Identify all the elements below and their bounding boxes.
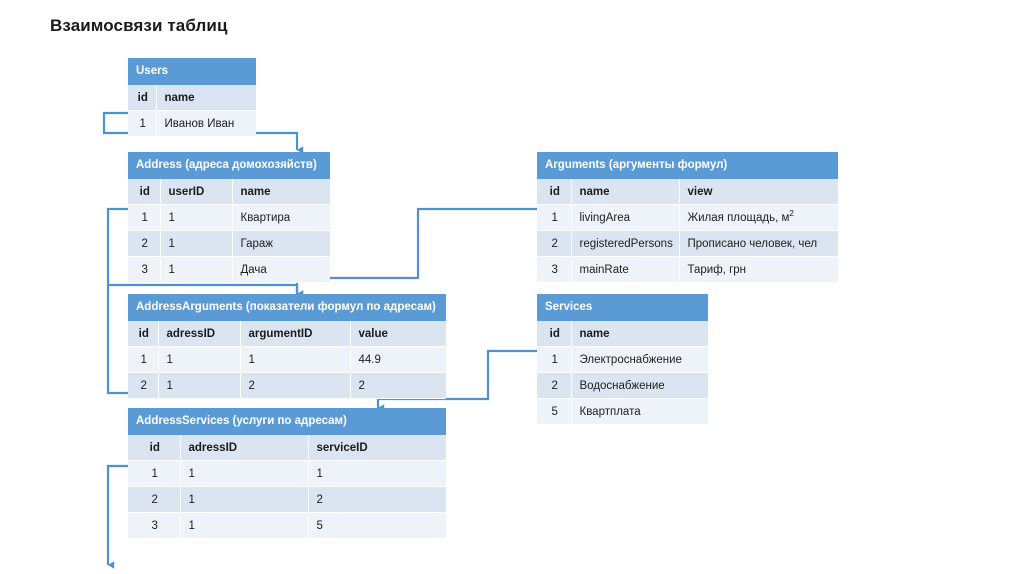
col-header-address-id: id: [128, 179, 161, 205]
col-header-aa-adressid: adressID: [158, 321, 241, 347]
cell-arguments-view: Жилая площадь, м2: [679, 204, 838, 231]
table-row: 2 1 2: [128, 486, 446, 513]
table-row: 1 Электроснабжение: [537, 346, 709, 373]
cell-services-name: Водоснабжение: [571, 372, 709, 399]
table-address-services: AddressServices (услуги по адресам) id a…: [128, 408, 446, 539]
col-header-aa-argumentid: argumentID: [240, 321, 351, 347]
col-header-arguments-id: id: [537, 179, 572, 205]
cell-address-name: Гараж: [232, 230, 331, 257]
cell-arguments-view: Прописано человек, чел: [679, 230, 838, 257]
col-header-services-name: name: [571, 321, 709, 347]
table-users: Users id name 1 Иванов Иван: [128, 58, 256, 137]
cell-aa-adressid: 1: [158, 346, 241, 373]
cell-aa-id: 2: [128, 372, 159, 399]
table-row: 3 1 5: [128, 512, 446, 539]
table-services-caption: Services: [537, 294, 709, 321]
col-header-aa-value: value: [350, 321, 446, 347]
cell-as-serviceid: 1: [308, 460, 446, 487]
cell-services-name: Электроснабжение: [571, 346, 709, 373]
table-row: 5 Квартплата: [537, 398, 709, 425]
cell-services-id: 2: [537, 372, 572, 399]
cell-services-id: 1: [537, 346, 572, 373]
cell-arguments-id: 1: [537, 204, 572, 231]
cell-arguments-view-sup: 2: [789, 208, 794, 218]
col-header-users-name: name: [156, 85, 256, 111]
cell-address-id: 1: [128, 204, 161, 231]
cell-users-name: Иванов Иван: [156, 110, 256, 137]
table-row: 1 1 Квартира: [128, 204, 331, 231]
cell-arguments-id: 2: [537, 230, 572, 257]
cell-aa-id: 1: [128, 346, 159, 373]
cell-users-id: 1: [128, 110, 157, 137]
page-title: Взаимосвязи таблиц: [50, 16, 228, 35]
table-address-services-caption: AddressServices (услуги по адресам): [128, 408, 446, 435]
cell-as-adressid: 1: [180, 512, 309, 539]
cell-arguments-view: Тариф, грн: [679, 256, 838, 283]
cell-address-userid: 1: [160, 204, 233, 231]
cell-arguments-name: registeredPersons: [571, 230, 680, 257]
cell-address-name: Квартира: [232, 204, 331, 231]
table-address-caption: Address (адреса домохозяйств): [128, 152, 331, 179]
cell-address-userid: 1: [160, 230, 233, 257]
cell-as-serviceid: 2: [308, 486, 446, 513]
cell-aa-argumentid: 2: [240, 372, 351, 399]
cell-arguments-name: livingArea: [571, 204, 680, 231]
connector-arguments-addressarguments: [295, 207, 537, 298]
cell-as-id: 3: [128, 512, 181, 539]
connector-addressservices-outflow: [106, 464, 129, 569]
cell-address-id: 3: [128, 256, 161, 283]
table-arguments: Arguments (аргументы формул) id name vie…: [537, 152, 838, 283]
col-header-users-id: id: [128, 85, 157, 111]
cell-arguments-id: 3: [537, 256, 572, 283]
col-header-as-id: id: [128, 435, 181, 461]
cell-address-userid: 1: [160, 256, 233, 283]
col-header-aa-id: id: [128, 321, 159, 347]
table-row: 2 1 Гараж: [128, 230, 331, 257]
table-row: 3 1 Дача: [128, 256, 331, 283]
cell-aa-adressid: 1: [158, 372, 241, 399]
table-row: 3 mainRate Тариф, грн: [537, 256, 838, 283]
cell-services-id: 5: [537, 398, 572, 425]
cell-as-serviceid: 5: [308, 512, 446, 539]
table-row: 1 1 1 44.9: [128, 346, 446, 373]
col-header-as-serviceid: serviceID: [308, 435, 446, 461]
cell-aa-value: 2: [350, 372, 446, 399]
table-address-arguments: AddressArguments (показатели формул по а…: [128, 294, 446, 399]
cell-as-adressid: 1: [180, 486, 309, 513]
cell-aa-value: 44.9: [350, 346, 446, 373]
table-users-caption: Users: [128, 58, 256, 85]
col-header-services-id: id: [537, 321, 572, 347]
cell-as-adressid: 1: [180, 460, 309, 487]
cell-arguments-name: mainRate: [571, 256, 680, 283]
table-row: 1 livingArea Жилая площадь, м2: [537, 204, 838, 231]
table-arguments-caption: Arguments (аргументы формул): [537, 152, 838, 179]
table-row: 2 registeredPersons Прописано человек, ч…: [537, 230, 838, 257]
table-services: Services id name 1 Электроснабжение 2 Во…: [537, 294, 709, 425]
col-header-arguments-name: name: [571, 179, 680, 205]
table-row: 2 1 2 2: [128, 372, 446, 399]
cell-aa-argumentid: 1: [240, 346, 351, 373]
cell-services-name: Квартплата: [571, 398, 709, 425]
table-address: Address (адреса домохозяйств) id userID …: [128, 152, 331, 283]
col-header-address-userid: userID: [160, 179, 233, 205]
cell-address-id: 2: [128, 230, 161, 257]
cell-address-name: Дача: [232, 256, 331, 283]
table-row: 2 Водоснабжение: [537, 372, 709, 399]
table-row: 1 1 1: [128, 460, 446, 487]
cell-arguments-view-text: Жилая площадь, м: [687, 211, 790, 224]
col-header-address-name: name: [232, 179, 331, 205]
col-header-as-adressid: adressID: [180, 435, 309, 461]
cell-as-id: 1: [128, 460, 181, 487]
cell-as-id: 2: [128, 486, 181, 513]
col-header-arguments-view: view: [679, 179, 838, 205]
table-address-arguments-caption: AddressArguments (показатели формул по а…: [128, 294, 446, 321]
table-row: 1 Иванов Иван: [128, 110, 256, 137]
